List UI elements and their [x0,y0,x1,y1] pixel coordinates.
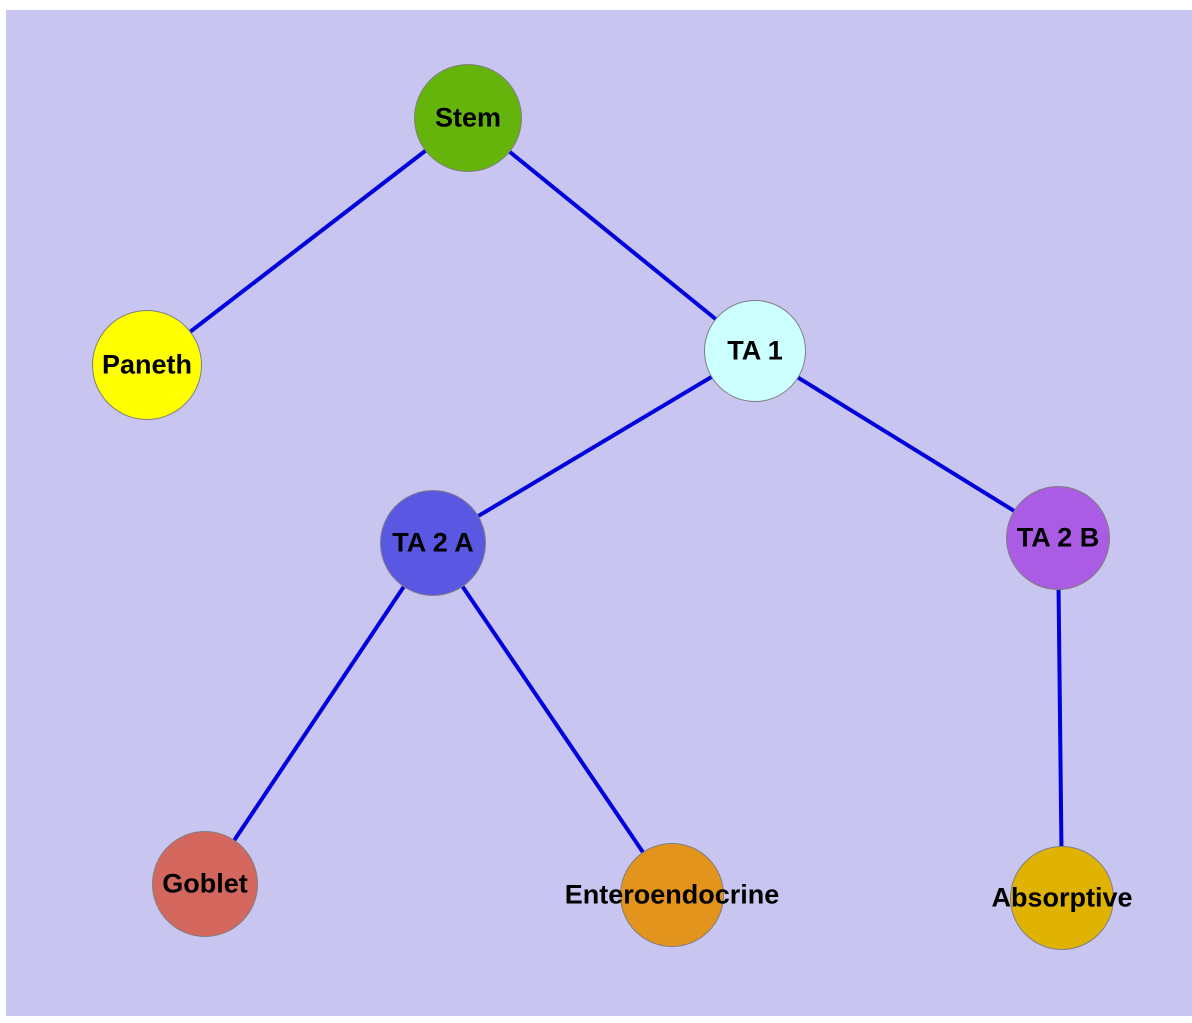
node-label-ta1: TA 1 [727,335,783,366]
graph-edge-ta2a-enteroendocrine [431,541,674,897]
node-label-goblet: Goblet [162,868,248,899]
graph-node-absorptive[interactable]: Absorptive [991,846,1133,950]
graph-node-ta2a[interactable]: TA 2 A [380,490,486,596]
node-label-paneth: Paneth [101,349,193,380]
graph-node-stem[interactable]: Stem [414,64,522,172]
node-label-stem: Stem [434,102,502,133]
graph-node-ta2b[interactable]: TA 2 B [1006,486,1110,590]
graph-edge-stem-paneth [145,116,470,367]
graph-node-paneth[interactable]: Paneth [92,310,202,420]
graph-node-ta1[interactable]: TA 1 [704,300,806,402]
node-label-ta2b: TA 2 B [1016,522,1100,553]
graph-edge-stem-ta1 [466,116,757,353]
graph-edge-ta2a-goblet [203,541,435,886]
node-label-absorptive: Absorptive [991,882,1133,913]
edge-layer [145,116,1064,899]
node-label-ta2a: TA 2 A [392,527,474,558]
graph-node-enteroendocrine[interactable]: Enteroendocrine [565,843,779,947]
graph-edge-ta1-ta2b [753,349,1060,540]
graph-edge-ta2b-absorptive [1056,537,1064,899]
graph-edge-ta1-ta2a [431,349,757,545]
graph-node-goblet[interactable]: Goblet [152,831,258,937]
